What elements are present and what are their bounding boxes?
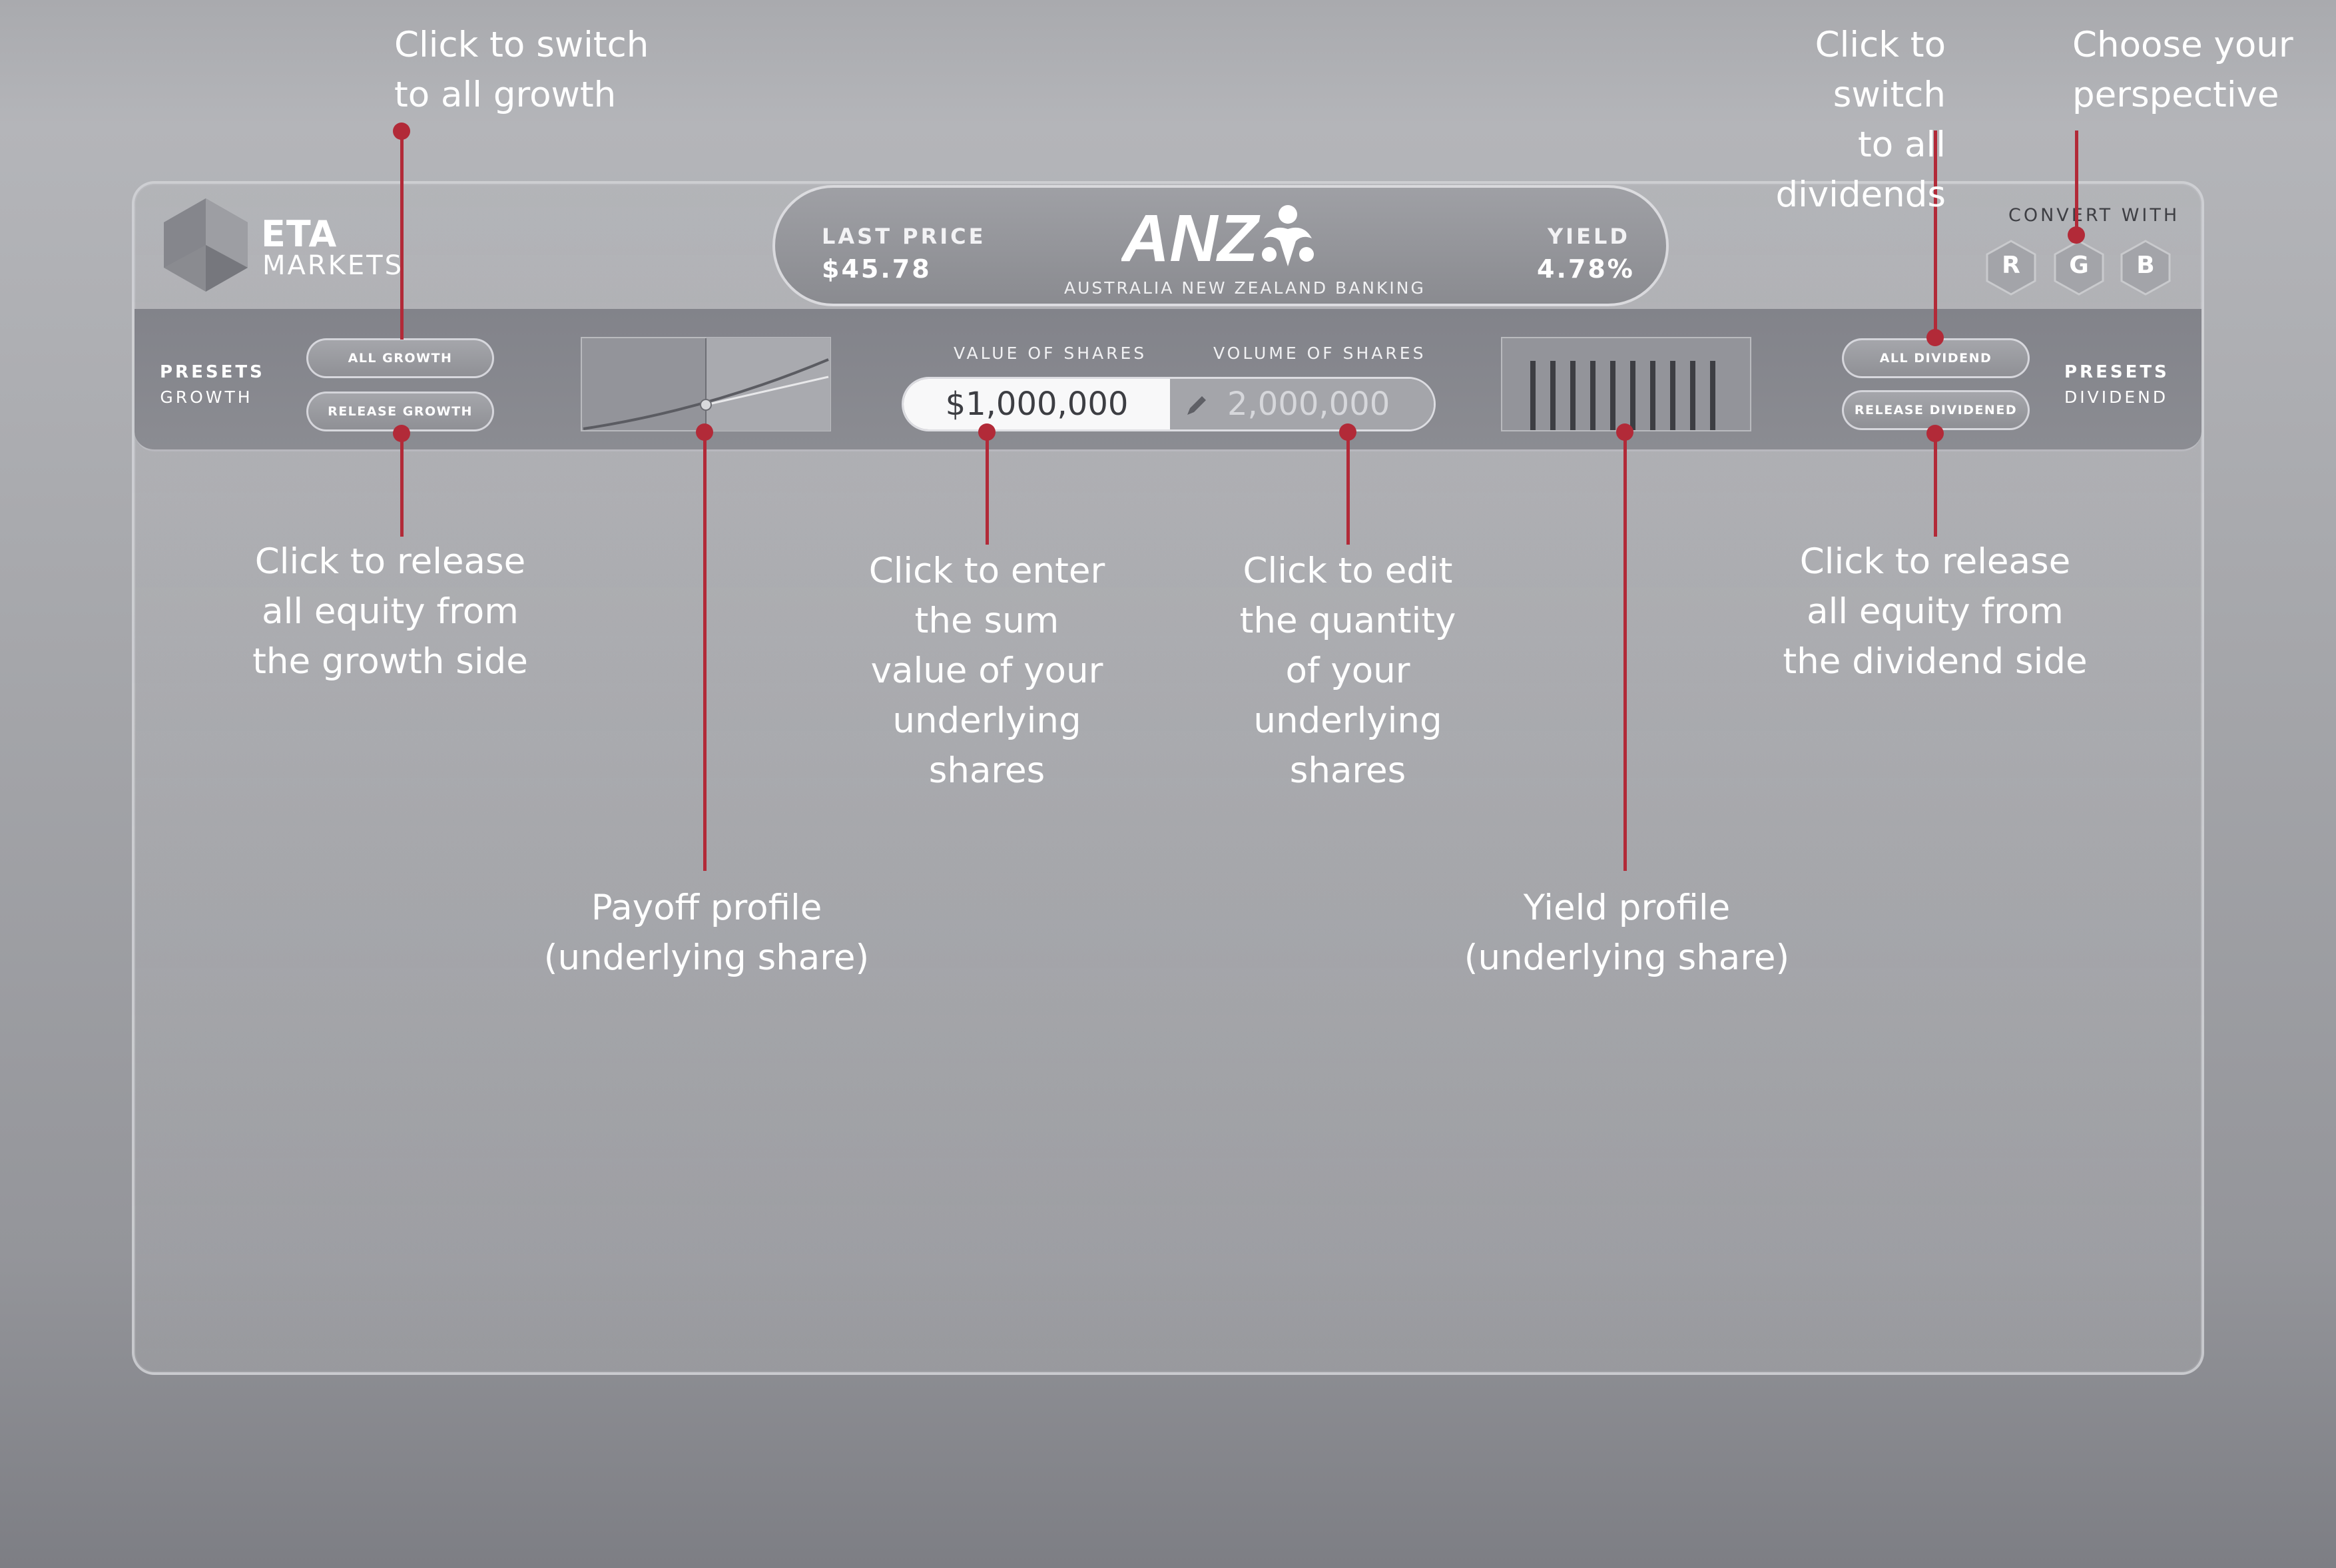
last-price-value: $45.78 [822,254,932,284]
convert-r-label: R [2002,252,2020,279]
anz-people-icon [1262,205,1314,266]
leader-dot-all-growth [393,123,410,140]
callout-enter-sum: Click to enter the sum value of your und… [868,551,1105,791]
yield-profile-chart[interactable] [1501,337,1751,431]
payoff-handle-icon [700,399,712,411]
convert-b-button[interactable]: B [2120,240,2171,296]
leader-dot-yield [1616,423,1633,441]
convert-g-button[interactable]: G [2054,240,2104,296]
yield-label: YIELD [1548,224,1630,249]
volume-of-shares-label: VOLUME OF SHARES [1213,344,1426,363]
volume-of-shares-value: 2,000,000 [1227,386,1390,423]
volume-of-shares-input[interactable]: 2,000,000 [1170,379,1434,429]
pencil-icon [1187,396,1206,415]
hexagon-logo-icon [164,198,248,292]
anz-logo: ANZ [1121,201,1314,273]
callout-switch-growth: Click to switch to all growth [394,25,649,115]
leader-line-value [986,433,989,545]
all-growth-button[interactable]: ALL GROWTH [306,338,494,378]
convert-b-label: B [2136,252,2155,279]
yield-value: 4.78% [1537,254,1635,284]
leader-dot-release-dividend [1926,425,1944,442]
leader-dot-perspective [2068,226,2085,244]
leader-dot-value [978,423,996,441]
release-dividend-button[interactable]: RELEASE DIVIDENED [1842,390,2030,430]
callout-yield-profile: Yield profile (underlying share) [1464,888,1790,978]
callout-release-growth: Click to release all equity from the gro… [252,541,528,682]
callout-payoff-profile: Payoff profile (underlying share) [543,888,870,978]
hexagon-r-icon [1986,240,2036,296]
growth-presets-label: PRESETS GROWTH [160,362,265,407]
callout-release-dividend: Click to release all equity from the div… [1783,541,2088,682]
leader-line-release-dividend [1934,433,1937,537]
leader-dot-release-growth [393,425,410,442]
yield-bars [1530,361,1715,430]
leader-line-yield [1623,433,1627,871]
shares-input-group: $1,000,000 2,000,000 [902,377,1436,431]
dividend-presets-subtitle: DIVIDEND [2064,388,2169,407]
leader-line-all-dividend [1934,131,1937,340]
convert-with-label: CONVERT WITH [2008,205,2180,226]
convert-r-button[interactable]: R [1986,240,2036,296]
leader-dot-volume [1339,423,1356,441]
dividend-presets-title: PRESETS [2064,362,2170,382]
growth-presets-subtitle: GROWTH [160,388,253,407]
hexagon-g-icon [2054,240,2104,296]
payoff-profile-chart[interactable] [581,337,831,431]
leader-dot-payoff [696,423,713,441]
callout-edit-quantity: Click to edit the quantity of your under… [1239,551,1456,791]
logo-subtitle: MARKETS [262,250,404,281]
value-of-shares-input[interactable]: $1,000,000 [904,379,1170,429]
logo-title: ETA [261,213,338,255]
leader-line-perspective [2075,131,2078,234]
quote-header [772,185,1669,306]
dividend-presets-label: PRESETS DIVIDEND [2064,362,2170,407]
last-price-label: LAST PRICE [822,224,986,249]
leader-line-all-growth [400,131,404,340]
value-of-shares-label: VALUE OF SHARES [954,344,1147,363]
leader-line-payoff [703,433,707,871]
leader-line-volume [1346,433,1350,545]
brand-subtitle: AUSTRALIA NEW ZEALAND BANKING [1064,278,1426,298]
convert-g-label: G [2069,252,2089,279]
hexagon-b-icon [2120,240,2171,296]
growth-presets-title: PRESETS [160,362,265,382]
callout-perspective: Choose your perspective [2072,25,2293,115]
leader-dot-all-dividend [1926,329,1944,346]
callout-switch-dividends: Click to switch to all dividends [1775,25,1946,215]
anz-logo-text: ANZ [1121,201,1261,273]
leader-line-release-growth [400,433,404,537]
